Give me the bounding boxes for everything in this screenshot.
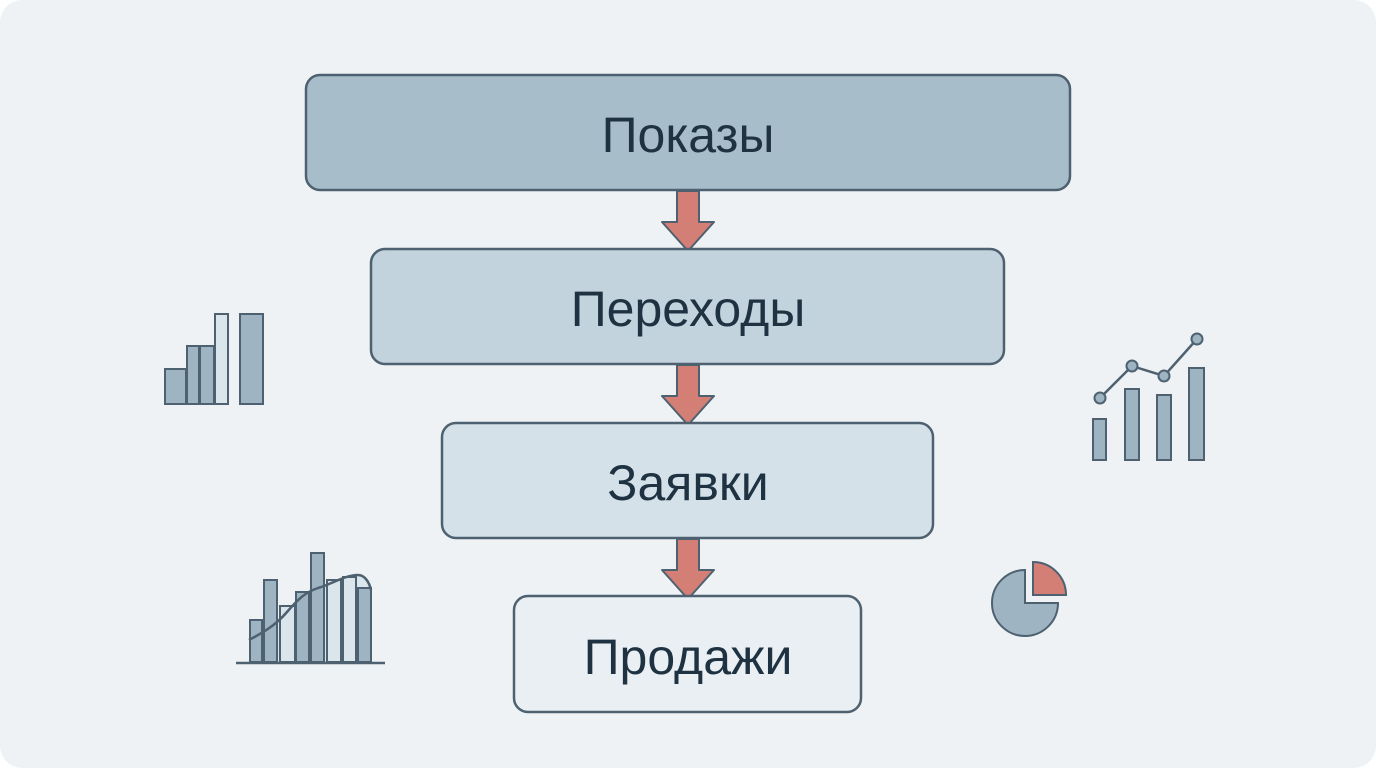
funnel-stage-1-label: Показы <box>602 107 775 163</box>
funnel-stage-3-label: Заявки <box>607 455 768 511</box>
bar-area-chart-icon <box>236 552 385 665</box>
bar-line-chart-icon <box>1092 332 1205 461</box>
bar-chart-icon <box>164 313 264 405</box>
funnel-stage-2: Переходы <box>369 247 1006 366</box>
flow-arrow-3 <box>661 538 715 600</box>
flow-arrow-2 <box>661 364 715 426</box>
funnel-stage-4: Продажи <box>512 594 863 714</box>
funnel-stage-4-label: Продажи <box>584 629 793 685</box>
funnel-stage-3: Заявки <box>440 421 935 540</box>
pie-chart-icon <box>991 560 1068 637</box>
funnel-stage-4-box <box>512 594 863 714</box>
flow-arrow-1 <box>661 190 715 252</box>
funnel-stage-2-label: Переходы <box>571 281 806 337</box>
funnel-stage-1: Показы <box>304 73 1072 192</box>
